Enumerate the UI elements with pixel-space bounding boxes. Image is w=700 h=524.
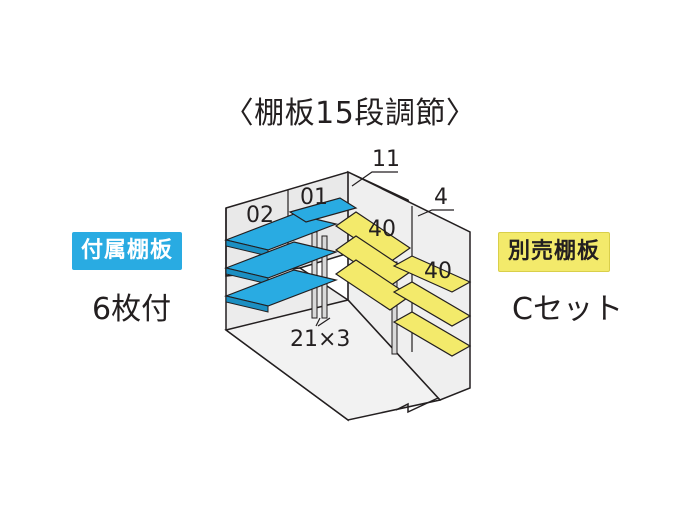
included-shelf-badge: 付属棚板: [72, 232, 183, 270]
optional-shelf: [392, 255, 472, 293]
callout-21x3-a: [315, 317, 321, 327]
label-right-40: 40: [424, 259, 452, 284]
label-top-4: 4: [434, 185, 448, 210]
included-shelf-count: 6枚付: [92, 292, 172, 327]
optional-shelves: [334, 211, 472, 357]
title: 〈棚板15段調節〉: [223, 96, 477, 131]
callout-4: [417, 209, 454, 217]
optional-shelf-badge: 別売棚板: [498, 232, 611, 272]
callout-11: [351, 171, 398, 187]
optional-shelf-set: Cセット: [512, 292, 623, 327]
label-bay-02: 02: [246, 203, 274, 228]
optional-shelf: [392, 311, 472, 357]
door-step: [395, 397, 439, 414]
included-shelf: [288, 197, 358, 223]
label-top-11: 11: [372, 147, 400, 172]
label-bottom-21x3: 21×3: [290, 327, 350, 352]
included-shelves: [223, 197, 358, 313]
included-shelf: [225, 295, 269, 313]
label-mid-40: 40: [368, 217, 396, 242]
optional-shelf: [392, 281, 472, 327]
label-bay-01: 01: [300, 185, 328, 210]
callout-21x3-b: [317, 317, 331, 327]
floor: [224, 299, 442, 421]
